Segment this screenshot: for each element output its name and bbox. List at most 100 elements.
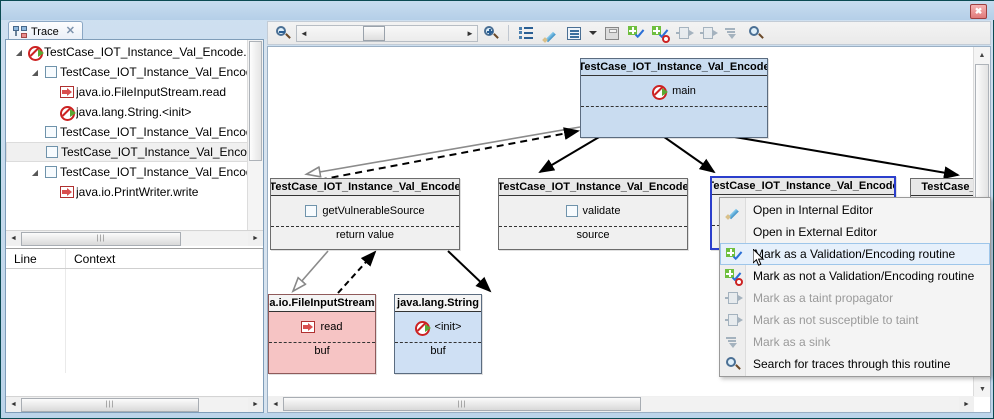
graph-node-footer: buf <box>269 342 375 358</box>
context-menu-item-icon <box>724 312 743 328</box>
table-horizontal-scrollbar[interactable]: ◄ ||| ► <box>6 396 263 412</box>
tree-expander-icon[interactable]: ◢ <box>15 47 23 57</box>
deny-arrow-icon <box>414 320 431 336</box>
graph-toolbar: ◄ ► <box>267 21 991 45</box>
table-hscroll-track[interactable]: ||| <box>21 397 248 412</box>
table-header-line[interactable]: Line <box>6 249 66 268</box>
report-dropdown-caret-icon[interactable] <box>587 23 599 43</box>
tree-row[interactable]: ◢ TestCase_IOT_Instance_Val_Encod <box>6 62 263 82</box>
graph-node-title: TestCase_IOT_Instance_Val_Encode <box>712 178 894 195</box>
tree-hscroll-track[interactable]: ||| <box>21 231 248 246</box>
zoom-slider-right-arrow[interactable]: ► <box>466 28 474 38</box>
box-icon <box>45 66 57 78</box>
graph-node-member[interactable]: main <box>581 76 767 106</box>
tree-hscroll-right-arrow[interactable]: ► <box>252 235 259 242</box>
unmark-validation-routine-icon[interactable] <box>649 23 671 43</box>
open-editor-pencil-icon[interactable] <box>539 23 561 43</box>
search-traces-icon[interactable] <box>745 23 767 43</box>
tree-hscroll-thumb[interactable]: ||| <box>21 231 181 246</box>
trace-tree[interactable]: ◢TestCase_IOT_Instance_Val_Encode.m◢Test… <box>6 40 263 248</box>
tree-row[interactable]: java.lang.String.<init> <box>6 102 263 122</box>
tree-expander-icon[interactable]: ◢ <box>31 167 39 177</box>
mark-validation-routine-icon[interactable] <box>625 23 647 43</box>
graph-node-member[interactable]: getVulnerableSource <box>271 196 459 226</box>
window-close-button[interactable]: ✖ <box>970 4 987 19</box>
canvas-vscroll-down-arrow[interactable]: ▼ <box>979 385 986 393</box>
mark-sink-icon[interactable] <box>721 23 743 43</box>
report-icon[interactable] <box>563 23 585 43</box>
graph-node-member[interactable]: read <box>269 312 375 342</box>
canvas-hscroll-right-arrow[interactable]: ► <box>963 400 970 408</box>
zoom-slider-left-arrow[interactable]: ◄ <box>300 28 308 38</box>
graph-node[interactable]: java.lang.String<init>buf <box>394 294 482 374</box>
canvas-hscroll-track[interactable]: ||| <box>283 397 959 411</box>
tree-row-label: TestCase_IOT_Instance_Val_Encod <box>60 65 253 79</box>
trace-view-icon <box>13 25 27 38</box>
box-icon <box>305 205 318 217</box>
mark-validation-icon <box>726 248 742 262</box>
table-body[interactable] <box>6 269 263 373</box>
context-menu-item[interactable]: Mark as not a Validation/Encoding routin… <box>720 265 990 287</box>
context-menu-item: Mark as a taint propagator <box>720 287 990 309</box>
tree-row[interactable]: ◢TestCase_IOT_Instance_Val_Encod <box>6 162 263 182</box>
context-menu-item[interactable]: Open in Internal Editor <box>720 199 990 221</box>
zoom-slider[interactable]: ◄ ► <box>296 24 478 42</box>
tab-label: Trace <box>31 25 59 38</box>
table-header-row: Line Context <box>6 249 263 269</box>
tree-row-icon <box>58 186 76 198</box>
canvas-hscroll-thumb[interactable]: ||| <box>283 397 641 411</box>
graph-node-title: TestCase_IOT_Instance_Val_Encode <box>581 59 767 76</box>
tree-vertical-scrollbar[interactable] <box>247 40 263 230</box>
table-hscroll-thumb[interactable]: ||| <box>21 397 199 412</box>
tab-close-icon[interactable]: ✕ <box>65 25 75 37</box>
zoom-out-icon[interactable] <box>272 23 294 43</box>
context-menu-item-label: Open in External Editor <box>753 225 878 239</box>
taint-propagator-icon[interactable] <box>673 23 695 43</box>
graph-node-member-label: validate <box>582 205 621 217</box>
tree-vscroll-thumb[interactable] <box>249 41 262 161</box>
tree-row[interactable]: ◢TestCase_IOT_Instance_Val_Encode.m <box>6 42 263 62</box>
canvas-hscroll-left-arrow[interactable]: ◄ <box>272 400 279 408</box>
tree-row[interactable]: java.io.FileInputStream.read <box>6 82 263 102</box>
tree-row[interactable]: TestCase_IOT_Instance_Val_Encod <box>6 142 263 162</box>
context-menu-item-label: Mark as not a Validation/Encoding routin… <box>753 269 975 283</box>
tree-expander-icon[interactable]: ◢ <box>31 67 39 77</box>
show-list-icon[interactable] <box>515 23 537 43</box>
tree-row-label: java.io.PrintWriter.write <box>76 185 199 199</box>
canvas-vscroll-up-arrow[interactable]: ▲ <box>978 51 986 59</box>
not-susceptible-taint-icon[interactable] <box>697 23 719 43</box>
graph-node-member[interactable]: <init> <box>395 312 481 342</box>
context-menu-item[interactable]: Search for traces through this routine <box>720 353 990 375</box>
context-menu-item[interactable]: Mark as a Validation/Encoding routine <box>720 243 990 265</box>
tree-row-icon <box>43 146 61 158</box>
tree-row-label: java.io.FileInputStream.read <box>76 85 227 99</box>
table-header-context[interactable]: Context <box>66 249 263 268</box>
in-arrow-icon <box>60 86 74 98</box>
in-arrow-icon <box>301 321 316 333</box>
canvas-horizontal-scrollbar[interactable]: ◄ ||| ► <box>268 396 974 412</box>
graph-node-member-label: main <box>672 85 696 97</box>
tree-row[interactable]: java.io.PrintWriter.write <box>6 182 263 202</box>
context-menu-item[interactable]: Open in External Editor <box>720 221 990 243</box>
tree-row-label: TestCase_IOT_Instance_Val_Encod <box>61 145 254 159</box>
in-arrow-icon <box>60 186 74 198</box>
graph-node-member[interactable]: validate <box>499 196 687 226</box>
tree-horizontal-scrollbar[interactable]: ◄ ||| ► <box>6 230 263 246</box>
zoom-slider-track[interactable] <box>311 25 463 41</box>
tree-row[interactable]: TestCase_IOT_Instance_Val_Encod <box>6 122 263 142</box>
box-icon <box>46 146 58 158</box>
tree-hscroll-left-arrow[interactable]: ◄ <box>10 235 17 242</box>
pane-sash[interactable] <box>264 39 267 413</box>
table-hscroll-right-arrow[interactable]: ► <box>252 401 259 408</box>
trace-left-panel: ◢TestCase_IOT_Instance_Val_Encode.m◢Test… <box>5 39 264 413</box>
save-icon[interactable] <box>601 23 623 43</box>
zoom-in-icon[interactable] <box>480 23 502 43</box>
tab-trace[interactable]: Trace ✕ <box>8 21 83 40</box>
table-hscroll-left-arrow[interactable]: ◄ <box>10 401 17 408</box>
zoom-slider-thumb[interactable] <box>363 25 385 41</box>
